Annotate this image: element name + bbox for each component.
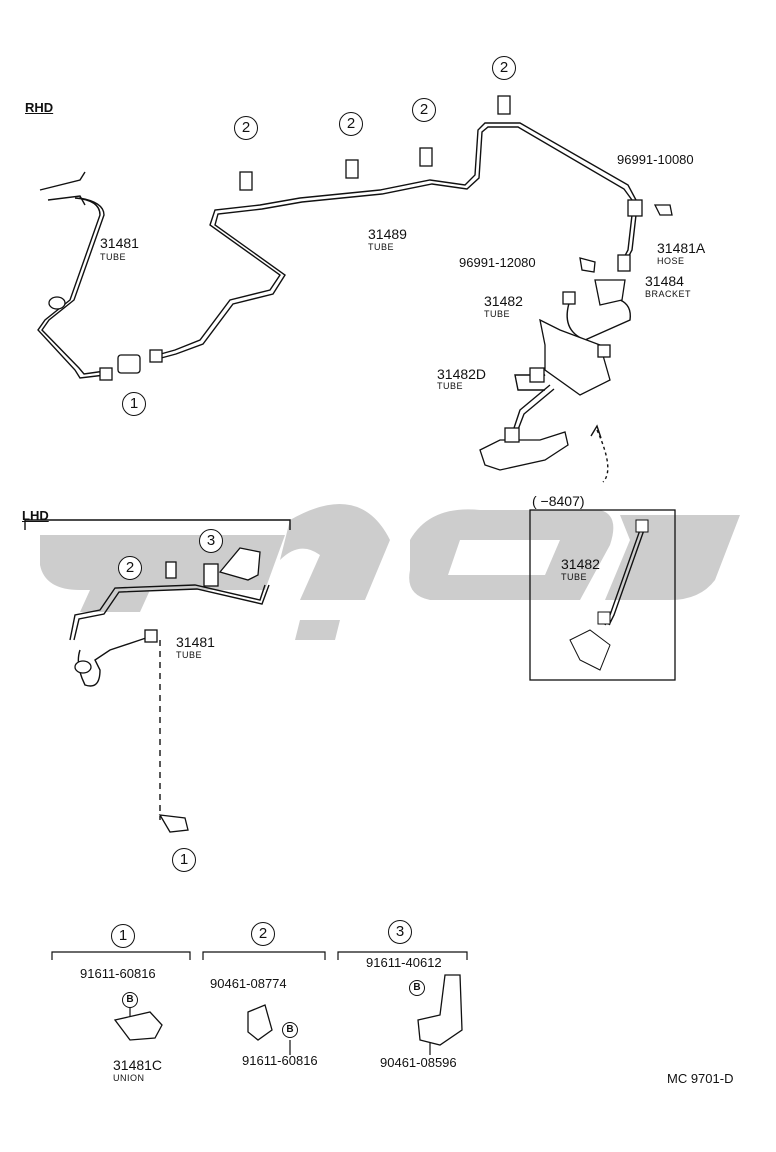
part-31482-inset: 31482 <box>561 556 600 572</box>
part-96991-10080: 96991-10080 <box>617 152 694 167</box>
legend-parts <box>113 974 463 1046</box>
callout-2-a: 2 <box>234 116 258 140</box>
part-31489-desc: TUBE <box>368 242 395 252</box>
legend-1-bottom: 31481C <box>113 1057 163 1073</box>
legend-callout-2: 2 <box>251 922 275 946</box>
legend-1-desc: UNION <box>113 1073 145 1083</box>
part-31484: 31484 <box>645 273 684 289</box>
part-31489: 31489 <box>368 226 407 242</box>
part-31481-lhd-desc: TUBE <box>176 650 203 660</box>
callout-1-lhd: 1 <box>172 848 196 872</box>
watermark-holes <box>448 540 560 575</box>
section-rhd-label: RHD <box>25 100 54 115</box>
callout-1-rhd: 1 <box>122 392 146 416</box>
legend-2-b-badge: B <box>282 1022 298 1038</box>
part-31484-desc: BRACKET <box>645 289 692 299</box>
rhd-tubing <box>37 122 637 441</box>
watermark-logo <box>40 504 740 640</box>
callout-2-b: 2 <box>339 112 363 136</box>
callout-3-lhd: 3 <box>199 529 223 553</box>
callout-2-lhd: 2 <box>118 556 142 580</box>
legend-2-top: 90461-08774 <box>210 976 287 991</box>
part-31482d: 31482D <box>437 366 487 382</box>
arrow <box>590 424 609 483</box>
part-31482: 31482 <box>484 293 523 309</box>
part-31482d-desc: TUBE <box>437 381 464 391</box>
footer-code: MC 9701-D <box>667 1071 734 1086</box>
part-31481-rhd: 31481 <box>100 235 139 251</box>
callout-2-c: 2 <box>412 98 436 122</box>
legend-brackets <box>51 951 468 1055</box>
part-31481-rhd-desc: TUBE <box>100 252 127 262</box>
legend-3-bottom: 90461-08596 <box>380 1055 457 1070</box>
part-31482-inset-desc: TUBE <box>561 572 588 582</box>
part-31481a: 31481A <box>657 240 706 256</box>
part-31481-lhd: 31481 <box>176 634 215 650</box>
part-96991-12080: 96991-12080 <box>459 255 536 270</box>
inset-box <box>529 509 676 681</box>
legend-callout-3: 3 <box>388 920 412 944</box>
section-lhd-label: LHD <box>22 508 49 523</box>
rhd-components <box>48 95 673 471</box>
part-31482-desc: TUBE <box>484 309 511 319</box>
range-label: ( −8407) <box>532 493 585 509</box>
part-31481a-desc: HOSE <box>657 256 685 266</box>
legend-1-b-badge: B <box>122 992 138 1008</box>
legend-2-bottom: 91611-60816 <box>242 1053 318 1068</box>
legend-3-b-badge: B <box>409 980 425 996</box>
legend-1-top: 91611-60816 <box>80 966 156 981</box>
legend-3-top: 91611-40612 <box>366 955 442 970</box>
lhd-components <box>74 547 261 833</box>
callout-2-d: 2 <box>492 56 516 80</box>
legend-callout-1: 1 <box>111 924 135 948</box>
